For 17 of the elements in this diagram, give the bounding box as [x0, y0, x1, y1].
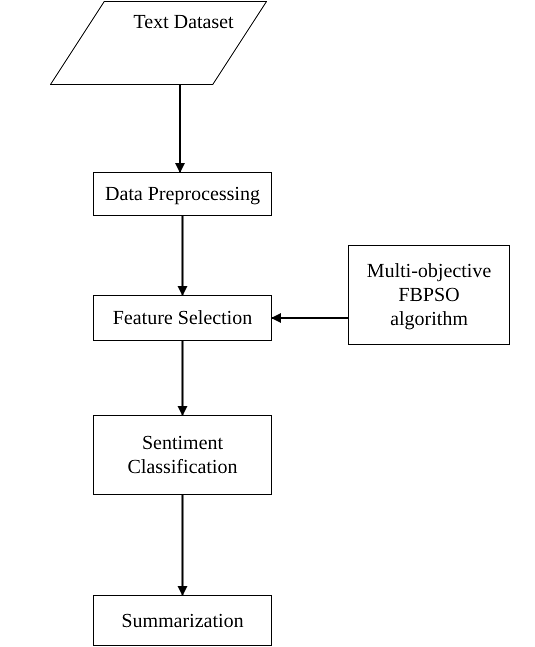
- process-box: [93, 295, 272, 341]
- node-label: Feature Selection: [112, 306, 252, 330]
- arrow: [175, 85, 185, 173]
- arrow: [271, 313, 348, 323]
- arrow: [178, 341, 188, 416]
- arrow: [178, 495, 188, 596]
- node-label: Text Dataset: [133, 10, 234, 34]
- process-box: [93, 595, 272, 646]
- process-box: [93, 415, 272, 495]
- node-label: Multi-objective FBPSO algorithm: [366, 259, 492, 331]
- process-box: [348, 245, 510, 345]
- process-box: [93, 172, 272, 216]
- arrow: [178, 216, 188, 296]
- node-label: Data Preprocessing: [105, 182, 260, 206]
- node-label: Summarization: [121, 608, 244, 632]
- input-parallelogram: [50, 1, 267, 85]
- node-label: Sentiment Classification: [126, 431, 238, 479]
